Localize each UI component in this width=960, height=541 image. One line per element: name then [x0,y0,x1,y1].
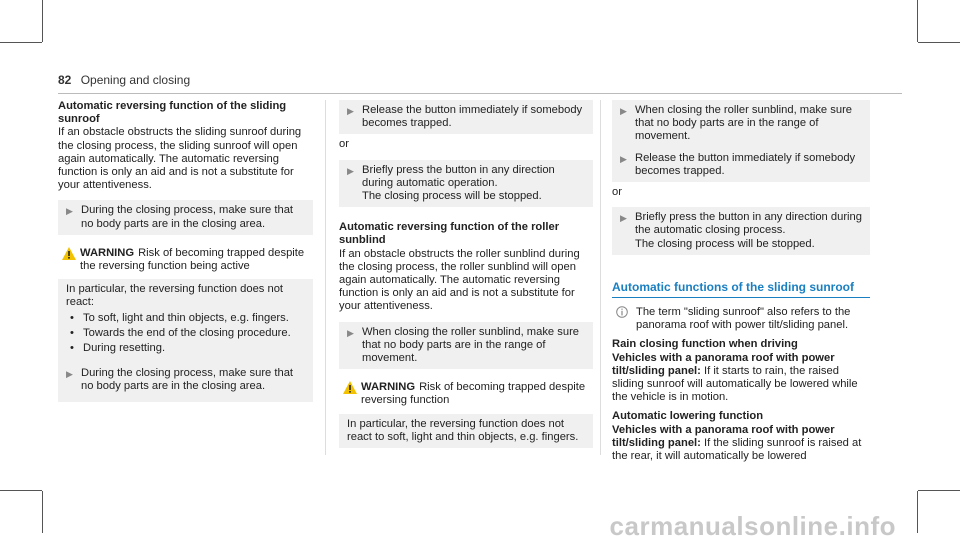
warning-body: In particular, the reversing function do… [339,413,593,449]
instruction-step: ▶ Briefly press the button in any direct… [339,159,593,208]
crop-mark [918,42,960,43]
or-separator: or [612,186,622,199]
vehicle-condition: Vehicles with a panorama roof with power… [612,423,835,449]
warning-body: In particular, the reversing function do… [58,279,313,402]
subheading: Rain closing function when driving [612,338,798,351]
crop-mark [0,490,42,491]
paragraph: If an obstacle obstructs the roller sunb… [339,247,580,313]
crop-mark [918,490,960,491]
step-text: Release the button immediately if somebo… [362,104,583,130]
lowering-block: Automatic lowering function Vehicles wit… [612,410,870,463]
arrow-right-icon: ▶ [620,213,627,224]
arrow-right-icon: ▶ [620,153,627,164]
arrow-right-icon: ▶ [66,369,73,380]
instruction-step: ▶ During the closing process, make sure … [58,200,313,235]
instruction-step: ▶ Release the button immediately if some… [339,100,593,135]
warning-triangle-icon [343,381,361,407]
step-text: Release the button immediately if somebo… [635,151,856,177]
note: The term "sliding sunroof" also refers t… [612,306,870,332]
section-title: Opening and closing [80,73,191,87]
crop-mark [42,0,43,42]
arrow-right-icon: ▶ [66,206,73,217]
column-divider [600,100,601,455]
rain-closing-block: Rain closing function when driving Vehic… [612,338,870,404]
section-heading: Automatic reversing function of the roll… [339,221,560,247]
info-icon [612,306,636,332]
step-text: Briefly press the button in any directio… [362,163,555,189]
crop-mark [917,491,918,533]
list-item: •Towards the end of the closing procedur… [70,326,291,339]
paragraph: If the sliding sunroof is raised at the … [612,436,862,463]
instruction-step: ▶ When closing the roller sunblind, make… [339,321,593,370]
watermark: carmanualsonline.info [609,510,896,541]
crop-mark [42,491,43,533]
column-divider [325,100,326,455]
section-heading: Automatic reversing function of the slid… [58,100,287,126]
step-text: Briefly press the button in any directio… [635,211,862,237]
subheading: Automatic lowering function [612,410,764,423]
instruction-step: ▶ When closing the roller sunblind, make… [612,100,870,148]
step-text: When closing the roller sunblind, make s… [635,104,853,143]
bullet-list: •To soft, light and thin objects, e.g. f… [66,312,305,356]
step-result: The closing process will be stopped. [362,190,542,203]
paragraph: In particular, the reversing function do… [347,417,579,443]
arrow-right-icon: ▶ [347,165,354,176]
paragraph: In particular, the reversing function do… [66,283,284,309]
list-item: •To soft, light and thin objects, e.g. f… [70,311,289,324]
arrow-right-icon: ▶ [347,327,354,338]
or-separator: or [339,138,349,151]
warning-label: WARNING [361,381,416,394]
warning-triangle-icon [62,246,80,273]
instruction-step: ▶ During the closing process, make sure … [66,363,305,397]
section-heading: Automatic functions of the sliding sunro… [612,280,870,299]
paragraph: If it starts to rain, the raised sliding… [612,364,858,404]
page-number: 82 [58,73,72,87]
warning-title: Risk of becoming trapped despite the rev… [80,246,305,273]
instruction-step: ▶ Release the button immediately if some… [612,147,870,183]
crop-mark [917,0,918,42]
vehicle-condition: Vehicles with a panorama roof with power… [612,351,835,377]
instruction-step: ▶ Briefly press the button in any direct… [612,207,870,255]
step-result: The closing process will be stopped. [635,237,815,250]
warning-label: WARNING [80,246,135,259]
paragraph: If an obstacle obstructs the sliding sun… [58,126,302,192]
note-text: The term "sliding sunroof" also refers t… [636,306,851,332]
step-text: During the closing process, make sure th… [81,204,294,230]
arrow-right-icon: ▶ [620,106,627,116]
step-text: During the closing process, make sure th… [81,367,294,393]
column-1: Automatic reversing function of the slid… [58,100,313,402]
column-2: ▶ Release the button immediately if some… [339,100,593,449]
list-item: •During resetting. [70,342,166,355]
header-rule [58,93,902,94]
warning-title: Risk of becoming trapped despite reversi… [361,381,586,407]
crop-mark [0,42,42,43]
page-header: 82 Opening and closing [58,73,191,87]
step-text: When closing the roller sunblind, make s… [362,325,580,365]
arrow-right-icon: ▶ [347,106,354,116]
column-3: ▶ When closing the roller sunblind, make… [612,100,870,463]
